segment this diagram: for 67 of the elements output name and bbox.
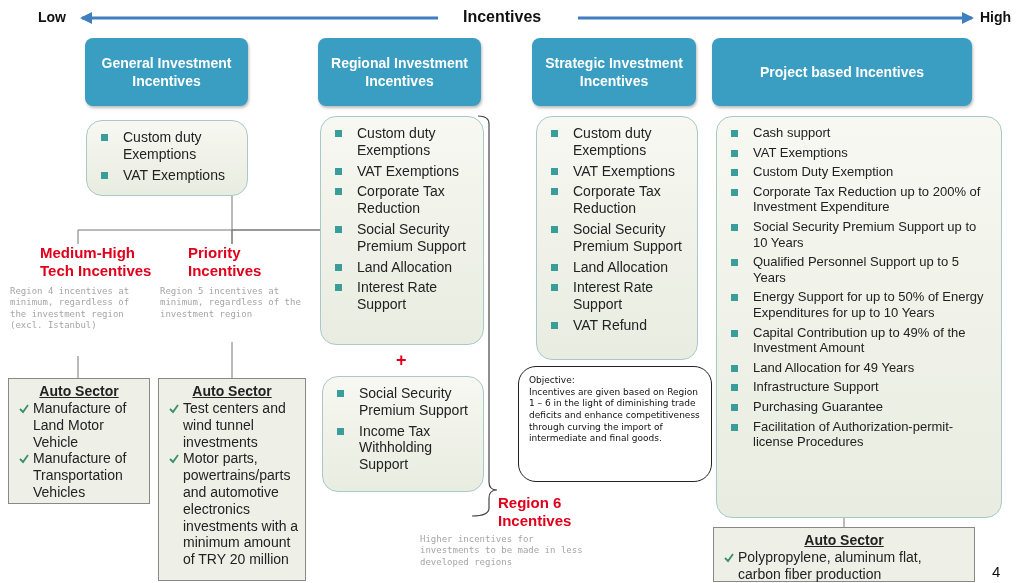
list-item: VAT Exemptions	[573, 162, 675, 179]
list-item: Income Tax Withholding Support	[359, 422, 433, 473]
incentive-list-box	[536, 116, 698, 360]
sector-heading: Auto Sector	[38, 383, 120, 399]
incentive-list-box	[86, 120, 248, 196]
list-item: Qualified Personnel Support up to 5 Years	[753, 254, 959, 285]
list-item: VAT Refund	[573, 316, 647, 333]
sector-box	[158, 378, 306, 581]
connector-line	[77, 355, 79, 379]
tier-title: Region 6 Incentives	[498, 494, 573, 530]
list-item: Interest Rate Support	[357, 279, 438, 313]
incentive-list-box	[322, 376, 484, 492]
connector-line	[231, 195, 233, 245]
list-item: Polypropylene, aluminum flat, carbon fiber production	[738, 549, 922, 582]
list-item: Manufacture of Transportation Vehicles	[33, 450, 127, 500]
plus-sign: +	[396, 350, 407, 371]
list-item: Land Allocation for 49 Years	[753, 359, 915, 375]
list-item: Purchasing Guarantee	[753, 398, 884, 414]
axis-label: Low	[38, 9, 66, 25]
connector-line	[231, 341, 233, 379]
tier-description: Region 5 incentives at minimum, regardless of the investment region	[160, 286, 302, 320]
list-item: Social Security Premium Support	[359, 385, 468, 418]
list-item: Corporate Tax Reduction	[357, 183, 445, 217]
list-item: Custom duty Exemptions	[123, 129, 202, 162]
tier-description: Higher incentives for investments to be made in less developed regions	[420, 534, 584, 568]
page-number: 4	[992, 563, 1001, 580]
list-item: VAT Exemptions	[123, 166, 225, 183]
sector-heading: Auto Sector	[803, 532, 885, 548]
list-item: Cash support	[753, 125, 831, 140]
tier-title: Medium-High Tech Incentives	[39, 244, 153, 280]
list-item: Manufacture of Land Motor Vehicle	[33, 400, 127, 450]
list-item: Corporate Tax Reduction	[573, 183, 661, 217]
list-item: Corporate Tax Reduction up to 200% of Investment Expenditure	[753, 183, 981, 215]
list-item: Capital Contribution up to 49% of the Investment Amount	[753, 324, 966, 356]
tier-description: Region 4 incentives at minimum, regardless of the investment region (excl. Istanbul)	[10, 286, 131, 331]
list-item: Interest Rate Support	[573, 279, 654, 313]
category-header: General Investment Incentives	[85, 38, 248, 106]
list-item: Energy Support for up to 50% of Energy Expenditures for up to 10 Years	[753, 289, 984, 320]
list-item: Custom duty Exemptions	[573, 125, 652, 158]
list-item: Land Allocation	[573, 258, 668, 275]
objective-text: Objective:	[529, 375, 576, 387]
connector-line	[843, 517, 845, 528]
list-item: Test centers and wind tunnel investments	[183, 400, 286, 450]
sector-heading: Auto Sector	[191, 383, 273, 399]
list-item: Social Security Premium Support	[573, 221, 682, 254]
list-item: Facilitation of Authorization-permit-license Procedures	[753, 418, 954, 450]
list-item: Motor parts, powertrains/parts and automotive electronics investments with a minimum amount of TRY 20 million	[183, 450, 299, 568]
tier-title: Priority Incentives	[187, 244, 263, 280]
list-item: Social Security Premium Support up to 10 Years	[753, 218, 977, 250]
category-header: Project based Incentives	[712, 38, 972, 106]
category-header: Strategic Investment Incentives	[532, 38, 696, 106]
sector-box	[8, 378, 150, 504]
sector-box	[713, 527, 975, 582]
list-item: Social Security Premium Support	[357, 221, 466, 254]
objective-callout	[518, 366, 712, 482]
list-item: VAT Exemptions	[753, 144, 848, 160]
axis-label: High	[980, 9, 1012, 25]
objective-text: Incentives are given based on Region 1 – 6 in the light of diminishing trade deficits and enhance competitiveness through curving the import of intermediate and final goods.	[529, 386, 701, 446]
list-item: Infrastructure Support	[753, 379, 879, 395]
list-item: Custom duty Exemptions	[357, 125, 436, 158]
axis-title: Incentives	[463, 8, 542, 26]
list-item: VAT Exemptions	[357, 162, 459, 179]
category-header: Regional Investment Incentives	[318, 38, 481, 106]
incentive-list-box	[716, 116, 1002, 518]
list-item: Land Allocation	[357, 258, 452, 275]
list-item: Custom Duty Exemption	[753, 164, 894, 180]
incentive-list-box	[320, 116, 484, 345]
